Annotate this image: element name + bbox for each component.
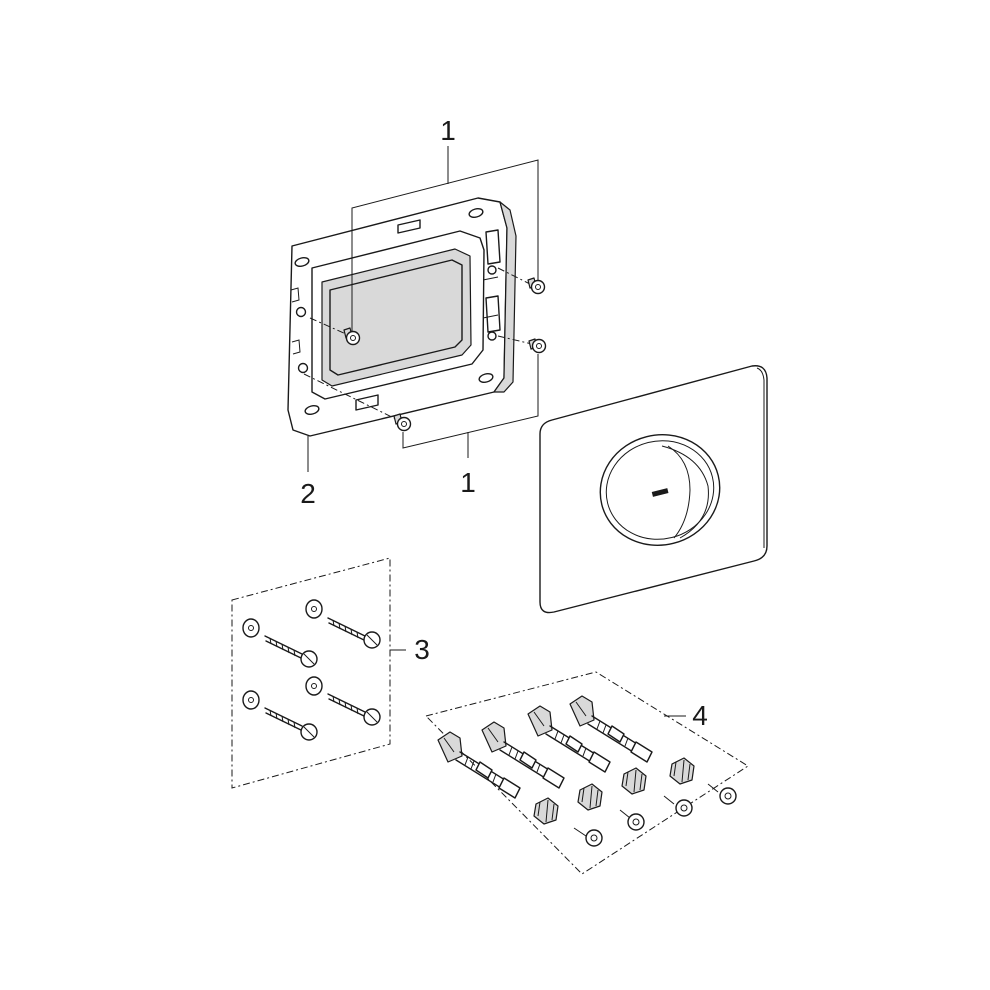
extension-rod-3 (527, 705, 611, 773)
callout-2: 2 (300, 478, 316, 509)
extension-nut-2 (577, 783, 603, 811)
callout-1-top-leader (351, 146, 539, 332)
frame-screws (303, 267, 547, 432)
flush-button (599, 433, 721, 547)
extension-screw-4 (707, 783, 737, 805)
extension-rod-4 (569, 695, 653, 763)
mounting-frame (287, 197, 517, 437)
extension-screw-3 (663, 795, 693, 817)
frame-screw-left (343, 327, 361, 346)
callout-4: 4 (692, 700, 708, 731)
extension-screw-1 (573, 827, 603, 847)
screw-set (231, 557, 406, 789)
extension-rod-1 (437, 731, 521, 799)
frame-screw-right (528, 338, 547, 354)
extension-nut-1 (533, 797, 559, 825)
extension-rod-2 (481, 721, 565, 789)
extension-screw-2 (619, 809, 645, 831)
callout-1-bottom: 1 (460, 467, 476, 498)
frame-screw-top-right (527, 277, 546, 295)
extension-nut-3 (621, 767, 647, 795)
sensor-window-icon (651, 488, 669, 497)
callout-1-top: 1 (440, 115, 456, 146)
screw-with-washer-3 (242, 690, 318, 741)
screw-with-washer-1 (242, 618, 318, 668)
screw-with-washer-2 (305, 599, 381, 649)
callout-3: 3 (414, 634, 430, 665)
extension-nut-4 (669, 757, 695, 785)
extension-set (425, 671, 749, 875)
callout-1-bottom-leader (402, 354, 539, 458)
flush-plate (539, 365, 768, 614)
screw-with-washer-4 (305, 676, 381, 726)
frame-screw-bottom (393, 413, 412, 432)
